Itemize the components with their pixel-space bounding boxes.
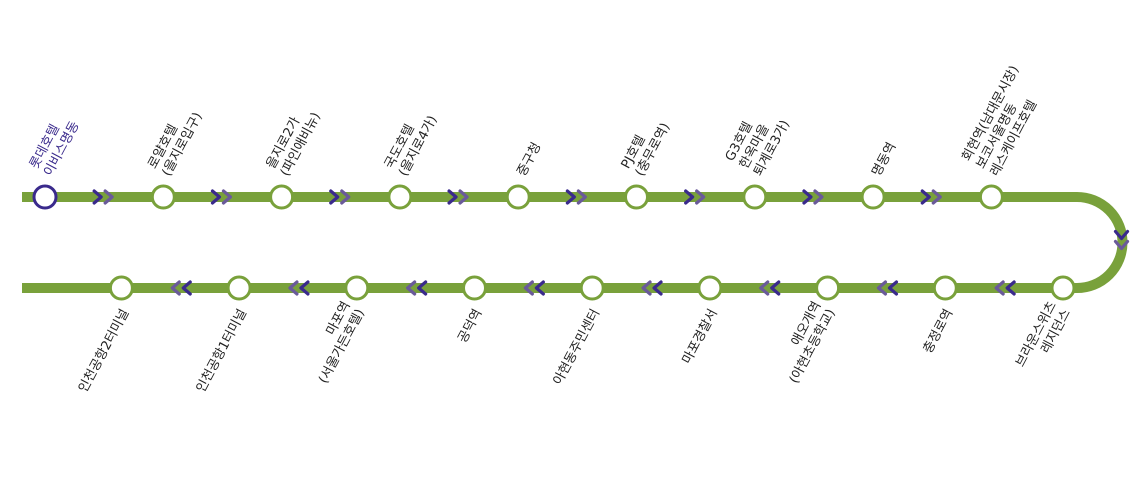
direction-chevron xyxy=(221,189,233,205)
direction-chevron xyxy=(759,280,770,296)
stop-label-line: 인천공항2터미널 xyxy=(76,307,132,395)
stop-label-line: 충정로역 xyxy=(921,307,957,356)
direction-chevron xyxy=(447,189,458,205)
stop-label: 애오개역(아현초등학교) xyxy=(773,299,839,386)
direction-chevron xyxy=(210,189,222,205)
route-stops xyxy=(32,184,1076,301)
direction-chevron xyxy=(1005,280,1016,296)
direction-chevron xyxy=(288,280,299,296)
route-line xyxy=(22,192,1128,293)
direction-chevron xyxy=(340,189,351,205)
stop-label: 충정로역 xyxy=(921,307,957,356)
stop-marker-current[interactable] xyxy=(32,184,58,210)
direction-chevron xyxy=(876,280,888,296)
direction-chevron xyxy=(523,280,534,296)
direction-chevron xyxy=(406,280,417,296)
stop-marker[interactable] xyxy=(226,275,252,301)
direction-chevron xyxy=(1113,229,1130,241)
direction-chevron xyxy=(299,280,310,296)
direction-chevron xyxy=(92,189,103,205)
stop-label-line: 중구청 xyxy=(514,140,544,179)
stop-label: 중구청 xyxy=(514,140,544,179)
direction-chevron xyxy=(695,189,706,205)
stop-label: PJ호텔(충무로역) xyxy=(619,113,674,179)
stop-marker[interactable] xyxy=(505,184,531,210)
stop-label-line: 명동역 xyxy=(869,140,899,179)
direction-chevron xyxy=(103,189,114,205)
direction-chevron xyxy=(931,189,942,205)
direction-chevron xyxy=(565,189,576,205)
stop-label: 마포역(서울가든호텔) xyxy=(302,299,368,386)
stop-label: 명동역 xyxy=(869,140,899,179)
stop-label: 인천공항2터미널 xyxy=(76,307,132,395)
route-path xyxy=(22,192,1128,293)
stop-label-line: 공덕역 xyxy=(455,307,485,346)
stop-marker[interactable] xyxy=(387,184,413,210)
stop-label: 로얄호텔(을지로입구) xyxy=(145,102,206,179)
stop-label-line: 인천공항1터미널 xyxy=(194,307,250,395)
stop-label: 회현역(남대문시장)보코서울명동레스케이프호텔 xyxy=(959,63,1050,179)
stop-label-line: 아현동주민센터 xyxy=(551,307,604,388)
stop-marker[interactable] xyxy=(815,275,841,301)
stop-label: 롯데호텔이비스명동 xyxy=(27,111,82,178)
stop-label: 국도호텔(을지로4가) xyxy=(382,106,440,179)
stop-marker[interactable] xyxy=(108,275,134,301)
stop-label: 마포경찰서 xyxy=(680,307,721,367)
direction-chevron xyxy=(641,280,652,296)
stop-label: 인천공항1터미널 xyxy=(194,307,250,395)
direction-chevron xyxy=(813,189,824,205)
stop-marker[interactable] xyxy=(697,275,723,301)
direction-chevron xyxy=(181,280,192,296)
direction-chevron xyxy=(684,189,695,205)
direction-chevron xyxy=(920,189,931,205)
stop-marker[interactable] xyxy=(150,184,176,210)
stop-labels: 롯데호텔이비스명동 로얄호텔(을지로입구) 을지로2가(파인애비뉴) 국도호텔(을지로… xyxy=(27,63,1074,395)
stop-marker[interactable] xyxy=(462,275,487,301)
stop-label: 공덕역 xyxy=(455,307,485,346)
stop-marker[interactable] xyxy=(269,184,295,210)
stop-marker[interactable] xyxy=(978,184,1004,210)
direction-chevron xyxy=(534,280,545,296)
direction-chevron xyxy=(170,280,181,296)
stop-marker[interactable] xyxy=(344,275,370,301)
direction-chevron xyxy=(329,189,340,205)
stop-label: 을지로2가(파인애비뉴) xyxy=(264,103,324,179)
stop-label: 아현동주민센터 xyxy=(551,307,604,388)
direction-arrows xyxy=(92,189,1130,296)
direction-chevron xyxy=(1113,239,1130,251)
direction-chevron xyxy=(417,280,428,296)
stop-label: 브라운스위츠레지던스 xyxy=(1013,299,1074,377)
stop-label-line: 마포경찰서 xyxy=(680,307,721,367)
stop-marker[interactable] xyxy=(742,184,768,210)
stop-marker[interactable] xyxy=(860,184,886,210)
direction-chevron xyxy=(458,189,469,205)
direction-chevron xyxy=(576,189,587,205)
stop-label: G3호텔한옥마을퇴계로3가) xyxy=(723,103,793,179)
direction-chevron xyxy=(770,280,781,296)
direction-chevron xyxy=(802,189,813,205)
direction-chevron xyxy=(994,280,1005,296)
stop-marker[interactable] xyxy=(579,275,605,301)
direction-chevron xyxy=(652,280,663,296)
stop-marker[interactable] xyxy=(1050,275,1076,301)
stop-marker[interactable] xyxy=(932,275,958,301)
stop-marker[interactable] xyxy=(624,184,649,210)
direction-chevron xyxy=(887,280,899,296)
